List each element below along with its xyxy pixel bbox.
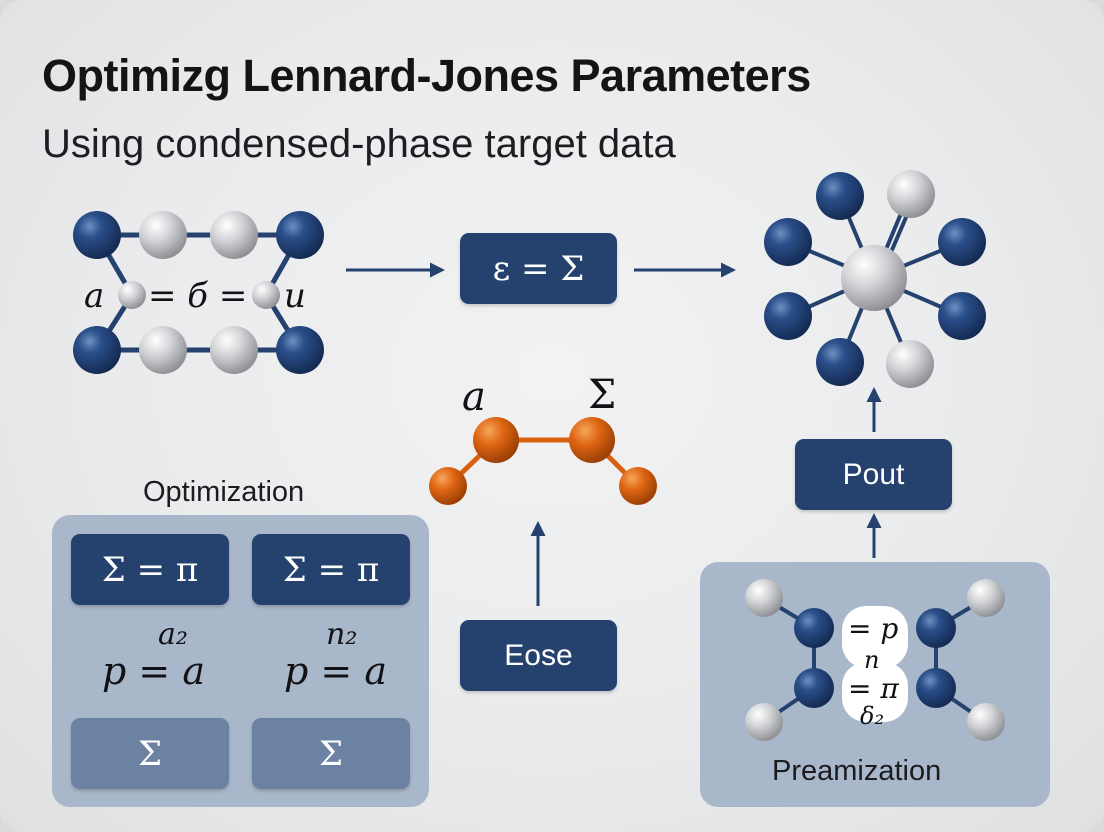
preamization-panel: = p n = π δ₂ Preamization (700, 562, 1050, 807)
pout-box: Pout (795, 439, 952, 510)
preamization-label-eq-pi: = π (848, 672, 899, 705)
optimization-label: Optimization (143, 476, 305, 508)
diagram-title: Optimizg Lennard-Jones Parameters (42, 50, 811, 101)
optimization-box-1: Σ = π (71, 534, 229, 605)
preamization-label-eq-p: = p (848, 612, 899, 645)
preamization-label: Preamization (772, 755, 942, 787)
cluster-atoms (764, 170, 986, 388)
epsilon-box: ε = Σ (460, 233, 617, 304)
optimization-lower-box-1: Σ (71, 718, 229, 789)
chain-atoms (429, 417, 657, 505)
optimization-lower-box-2: Σ (252, 718, 410, 789)
preamization-label-delta: δ₂ (860, 702, 885, 730)
chain-label-a: a (462, 374, 486, 420)
eose-box: Eose (460, 620, 617, 691)
optimization-box-2: Σ = π (252, 534, 410, 605)
lattice-label-u: u (284, 276, 306, 316)
formula-1-superscript: a₂ (158, 617, 188, 652)
lattice-label-eq: = б = (148, 276, 248, 316)
lattice-atoms (73, 211, 324, 374)
preamization-label-n: n (864, 646, 880, 674)
formula-1-main: p = a (102, 649, 205, 693)
preamization-molecule (745, 579, 1005, 741)
formula-2-main: p = a (284, 649, 387, 693)
chain-label-sigma: Σ (588, 372, 617, 418)
lattice-label-a: a (84, 276, 105, 316)
formula-2-superscript: n₂ (326, 617, 358, 652)
diagram-subtitle: Using condensed-phase target data (42, 122, 676, 166)
optimization-panel: Σ = π Σ = π a₂ p = a n₂ p = a Σ Σ (52, 515, 429, 807)
